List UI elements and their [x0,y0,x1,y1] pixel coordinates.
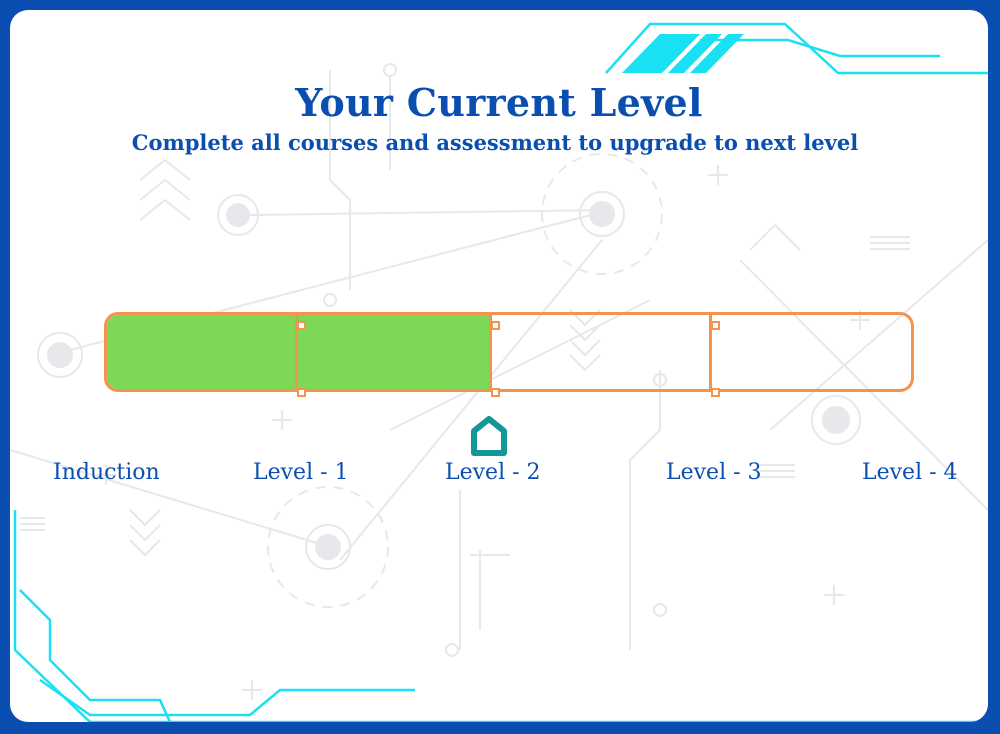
segment-node [491,321,500,330]
segment-node [711,388,720,397]
circuit-background [10,22,988,722]
segment-node [297,388,306,397]
level-label-4: Level - 4 [862,460,958,485]
page-subtitle: Complete all courses and assessment to u… [131,130,859,155]
segment-divider [489,315,492,389]
segment-node [491,388,500,397]
segment-divider [709,315,712,389]
segment-node [297,321,306,330]
level-label-induction: Induction [53,460,160,485]
level-label-3: Level - 3 [666,460,762,485]
current-level-marker-icon [471,416,507,456]
level-progress-bar [104,312,914,392]
segment-node [711,321,720,330]
segment-divider [295,315,298,389]
level-label-1: Level - 1 [253,460,349,485]
page-title: Your Current Level [295,80,703,125]
level-label-2: Level - 2 [445,460,541,485]
